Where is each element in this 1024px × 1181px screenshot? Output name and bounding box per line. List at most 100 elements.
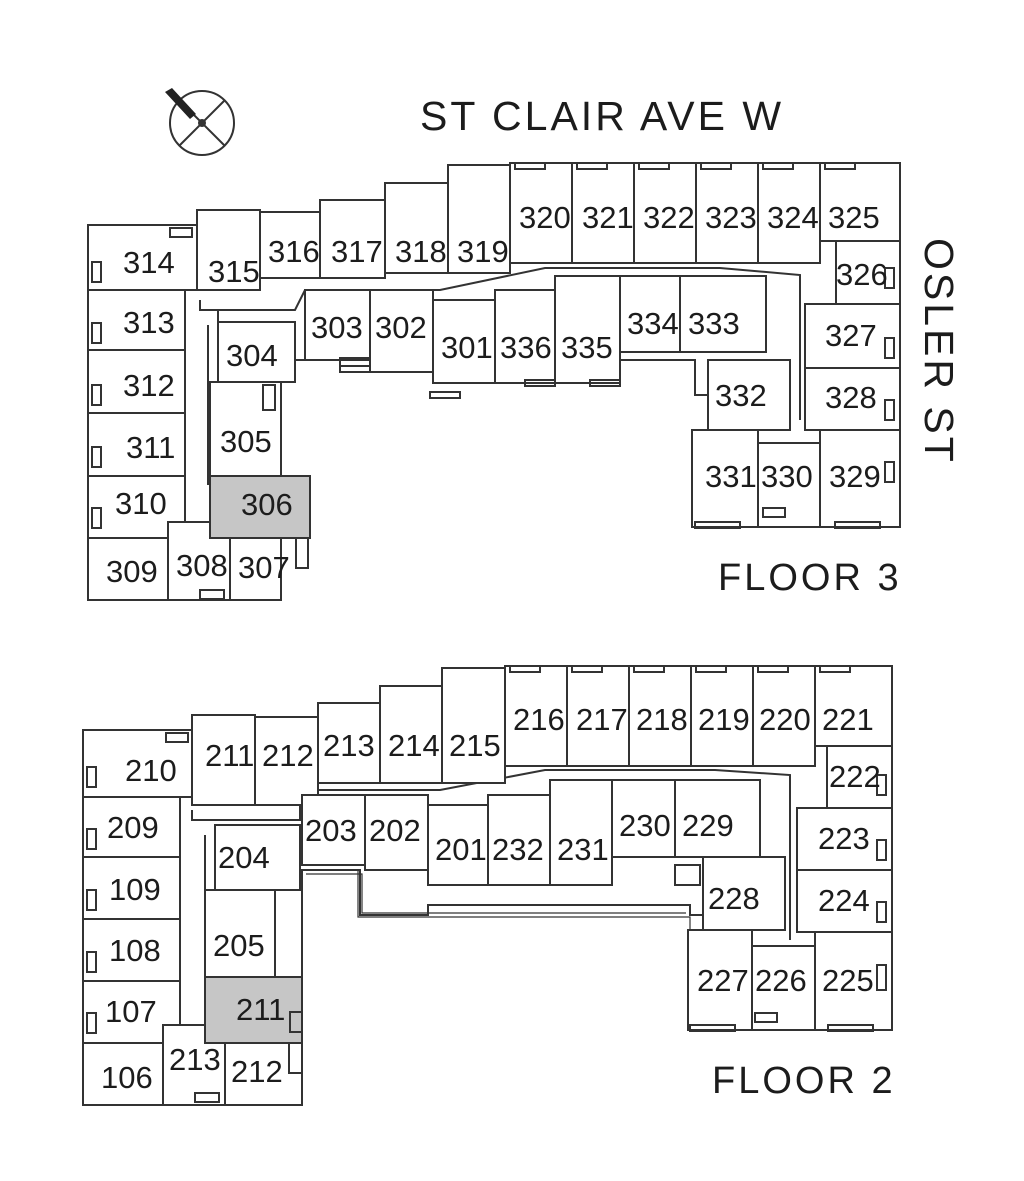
unit-334[interactable] <box>619 275 681 353</box>
unit-221[interactable] <box>814 665 893 747</box>
unit-324[interactable] <box>757 162 821 264</box>
unit-label-320: 320 <box>519 200 571 235</box>
unit-325[interactable] <box>819 162 901 242</box>
unit-label-314: 314 <box>123 245 175 280</box>
unit-label-216: 216 <box>513 702 565 737</box>
unit-label-230: 230 <box>619 808 671 843</box>
unit-label-209: 209 <box>107 810 159 845</box>
unit-label-222: 222 <box>829 759 881 794</box>
unit-218[interactable] <box>628 665 692 767</box>
unit-332[interactable] <box>707 359 791 431</box>
unit-215[interactable] <box>441 667 506 784</box>
unit-label-221: 221 <box>822 702 874 737</box>
floor-2-corridor <box>191 769 791 940</box>
unit-label-223: 223 <box>818 821 870 856</box>
unit-316[interactable] <box>259 211 321 279</box>
unit-336[interactable] <box>494 289 556 384</box>
unit-label-315: 315 <box>208 254 260 289</box>
unit-330[interactable] <box>757 442 821 528</box>
unit-214[interactable] <box>379 685 443 784</box>
unit-label-322: 322 <box>643 200 695 235</box>
unit-206[interactable] <box>204 976 303 1044</box>
unit-label-319: 319 <box>457 234 509 269</box>
unit-219[interactable] <box>690 665 754 767</box>
unit-212[interactable] <box>254 716 319 806</box>
watermark: KELLER WILLIAMS REALTY CENTRES, Brokerag… <box>309 1115 701 1132</box>
unit-label-219: 219 <box>698 702 750 737</box>
unit-227[interactable] <box>687 929 753 1031</box>
unit-label-225: 225 <box>822 963 874 998</box>
unit-label-206: 211 <box>236 992 285 1027</box>
unit-203[interactable] <box>301 794 366 866</box>
unit-label-309: 309 <box>106 554 158 589</box>
unit-label-323: 323 <box>705 200 757 235</box>
unit-label-215: 215 <box>449 728 501 763</box>
unit-label-228: 228 <box>708 881 760 916</box>
unit-317[interactable] <box>319 199 386 279</box>
unit-318[interactable] <box>384 182 449 274</box>
unit-329[interactable] <box>819 429 901 528</box>
unit-label-305: 305 <box>220 424 272 459</box>
street-north-label: ST CLAIR AVE W <box>420 93 784 139</box>
unit-222[interactable] <box>826 745 893 809</box>
unit-label-231: 231 <box>557 832 609 867</box>
unit-229[interactable] <box>674 779 761 858</box>
floor-3-unit-labels: 314 313 312 311 310 309 308 307 306 305 … <box>106 200 888 589</box>
unit-228[interactable] <box>702 856 786 931</box>
unit-label-331: 331 <box>705 459 757 494</box>
unit-312[interactable] <box>87 349 186 414</box>
unit-109[interactable] <box>82 856 181 920</box>
street-east-label: OSLER ST <box>916 238 962 465</box>
unit-label-336: 336 <box>500 330 552 365</box>
unit-label-218: 218 <box>636 702 688 737</box>
unit-label-334: 334 <box>627 306 679 341</box>
unit-326[interactable] <box>835 240 901 305</box>
unit-108[interactable] <box>82 918 181 982</box>
unit-label-328: 328 <box>825 380 877 415</box>
unit-319[interactable] <box>447 164 511 274</box>
unit-201[interactable] <box>427 804 489 886</box>
unit-label-316: 316 <box>268 234 320 269</box>
floor-3-corridor <box>199 267 801 420</box>
unit-313[interactable] <box>87 289 186 351</box>
unit-label-214: 214 <box>388 728 440 763</box>
unit-label-224: 224 <box>818 883 870 918</box>
floor-2-plan: 210 209 109 108 107 106 213 212 211 205 … <box>82 665 896 1106</box>
floor-2-balconies <box>86 665 887 1103</box>
unit-232[interactable] <box>487 794 551 886</box>
floor-3-title: FLOOR 3 <box>718 557 902 599</box>
unit-314[interactable] <box>87 224 199 291</box>
floor-3-balconies <box>91 162 895 600</box>
unit-label-304: 304 <box>226 338 278 373</box>
unit-label-324: 324 <box>767 200 819 235</box>
unit-307[interactable] <box>229 537 282 601</box>
unit-331[interactable] <box>691 429 759 528</box>
unit-217[interactable] <box>566 665 630 767</box>
unit-label-333: 333 <box>688 306 740 341</box>
unit-303[interactable] <box>304 289 371 361</box>
unit-label-226: 226 <box>755 963 807 998</box>
unit-323[interactable] <box>695 162 759 264</box>
unit-106[interactable] <box>82 1042 164 1106</box>
unit-231[interactable] <box>549 779 613 886</box>
unit-230[interactable] <box>611 779 676 858</box>
unit-label-220: 220 <box>759 702 811 737</box>
unit-label-202: 202 <box>369 813 421 848</box>
unit-label-232: 232 <box>492 832 544 867</box>
unit-label-227: 227 <box>697 963 749 998</box>
unit-211[interactable] <box>191 714 256 806</box>
unit-label-212: 212 <box>262 738 314 773</box>
unit-204[interactable] <box>214 824 301 891</box>
unit-322[interactable] <box>633 162 697 264</box>
unit-309[interactable] <box>87 537 169 601</box>
unit-333[interactable] <box>679 275 767 353</box>
unit-302[interactable] <box>369 289 434 373</box>
unit-209[interactable] <box>82 796 181 858</box>
floor-3-plan: 314 313 312 311 310 309 308 307 306 305 … <box>87 162 902 601</box>
unit-label-307: 307 <box>238 550 290 585</box>
unit-311[interactable] <box>87 412 186 477</box>
unit-305[interactable] <box>209 381 282 477</box>
floor-2-title: FLOOR 2 <box>712 1060 896 1102</box>
unit-225[interactable] <box>814 931 893 1031</box>
unit-304[interactable] <box>217 321 296 383</box>
